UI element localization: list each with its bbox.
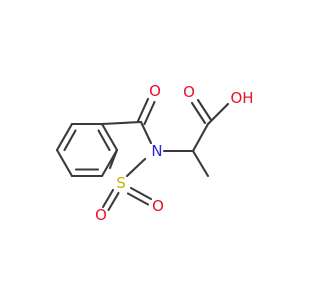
hydroxyl-group-label: OH [230, 89, 253, 107]
aromatic-bond-c4-c5-inner [63, 129, 77, 152]
atom-labels: O N S O O O OH [95, 82, 253, 224]
benzene-ring [55, 122, 119, 178]
bond-c3a-c3 [100, 120, 143, 126]
bond-c4-c5 [55, 122, 74, 152]
bond-s-o2-b [126, 192, 150, 206]
isothiazole-ring [100, 120, 153, 178]
bond-calpha-cmethyl [191, 149, 210, 178]
bond-c3-o-a [136, 97, 150, 123]
bond-c3-o-b [143, 100, 156, 126]
nitrogen-label: N [151, 142, 162, 160]
keto-double-bond [136, 97, 156, 126]
bond-s-o1-a [101, 188, 115, 209]
keto-oxygen-label: O [149, 82, 161, 100]
bond-c7a-c3a [100, 122, 119, 152]
sulfonyl-oxygen-right-label: O [152, 197, 164, 215]
carbonyl-oxygen-label: O [183, 83, 195, 101]
sulfonyl-oxygen-left-label: O [95, 206, 107, 224]
bond-ccarboxyl-o-b [196, 98, 213, 122]
propanoic-acid-chain [162, 98, 230, 178]
bond-c5-c6 [55, 148, 74, 178]
bond-s-o2-a [129, 186, 153, 201]
bond-ccarboxyl-oh [206, 102, 230, 126]
bond-n-s [125, 157, 147, 178]
bond-s-c7a [108, 148, 119, 170]
molecule-structure-diagram: O N S O O O OH [55, 82, 254, 224]
aromatic-bond-c7a-c3a-inner [97, 129, 111, 152]
sulfur-label: S [116, 174, 126, 192]
bond-s-o1-b [107, 191, 120, 212]
bond-c3-n [139, 120, 153, 145]
bond-ccarboxyl-o-a [190, 101, 207, 125]
bond-calpha-ccarboxyl [191, 122, 210, 153]
sulfonyl-double-bonds [101, 186, 153, 212]
